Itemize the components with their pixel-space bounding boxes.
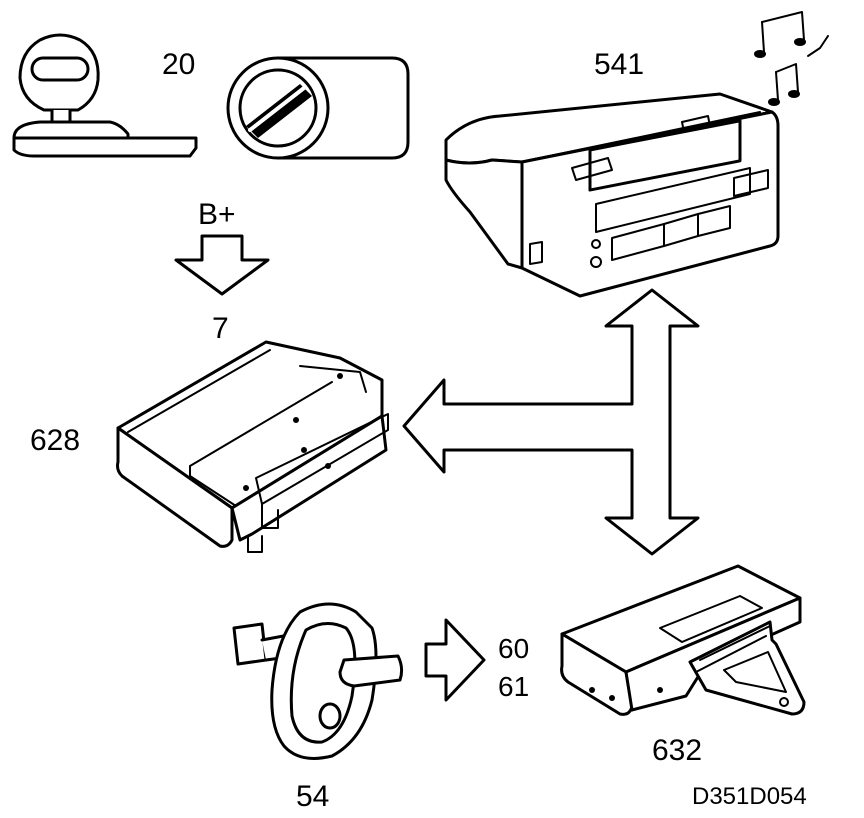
door-switch — [232, 602, 404, 760]
key-icon — [12, 33, 198, 158]
ignition-lock-icon — [226, 56, 410, 160]
drawing-code: D351D054 — [692, 783, 807, 810]
label-input-61: 61 — [498, 671, 529, 702]
control-unit-628 — [116, 340, 389, 553]
label-central-module: 632 — [652, 734, 702, 767]
label-ignition: 20 — [162, 48, 195, 81]
central-module-632 — [560, 564, 806, 716]
music-note-icon — [754, 11, 829, 106]
label-input-60: 60 — [498, 633, 529, 664]
label-battery: B+ — [198, 198, 236, 231]
label-radio: 541 — [594, 48, 644, 81]
label-battery-ref: 7 — [212, 312, 229, 345]
input-arrow — [424, 618, 486, 702]
battery-supply-arrow — [174, 234, 270, 296]
label-door-switch: 54 — [296, 780, 329, 813]
radio-unit — [444, 92, 780, 298]
label-control-unit: 628 — [30, 424, 80, 457]
data-bus-arrow — [402, 288, 700, 556]
